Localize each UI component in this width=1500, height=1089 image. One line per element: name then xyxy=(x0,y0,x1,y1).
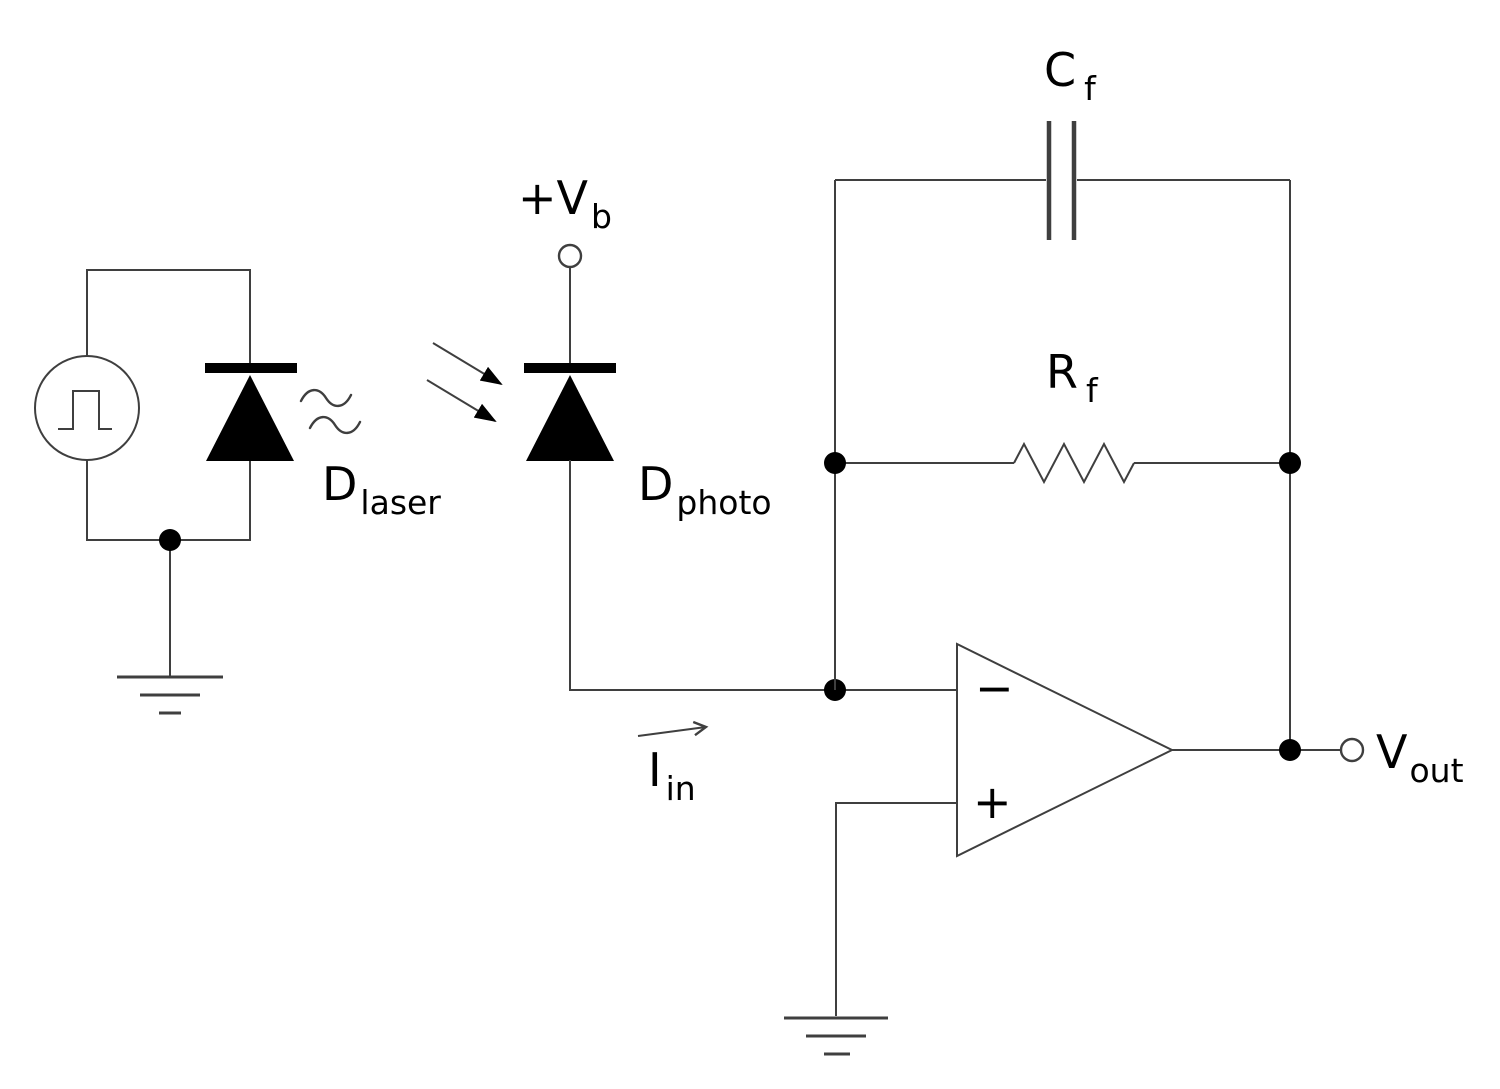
junction-dot xyxy=(1279,452,1301,474)
light-emission-waves xyxy=(299,388,362,435)
feedback-resistor-label-main: R xyxy=(1046,345,1078,399)
incident-light-arrows xyxy=(426,342,503,423)
feedback-network xyxy=(824,121,1301,750)
photodiode-cathode-bar xyxy=(524,363,616,373)
light-wave-icon xyxy=(308,415,362,435)
junction-dot xyxy=(159,529,181,551)
photodiode-label-main: D xyxy=(638,457,673,511)
junction-dot xyxy=(824,452,846,474)
opamp-symbol: − + xyxy=(956,642,1175,858)
pulse-source-circuit xyxy=(34,269,251,715)
laser-diode-label: Dlaser xyxy=(322,457,441,522)
pulse-source-symbol xyxy=(34,355,140,461)
photodiode-branch xyxy=(524,243,957,701)
output-branch xyxy=(1172,737,1365,763)
source-loop-wire xyxy=(86,269,251,676)
diode-cathode-bar xyxy=(205,363,297,373)
photodiode-label: Dphoto xyxy=(638,457,772,522)
noninverting-wire xyxy=(835,802,957,1016)
opamp-noninverting-sign: + xyxy=(973,775,1012,829)
junction-dot xyxy=(1279,739,1301,761)
light-arrow-icon xyxy=(432,342,503,386)
light-arrow-icon xyxy=(426,379,497,423)
bias-terminal xyxy=(557,243,583,269)
output-terminal xyxy=(1339,737,1365,763)
ground-symbol xyxy=(784,1016,888,1056)
opamp-inverting-sign: − xyxy=(975,661,1014,715)
output-voltage-label-sub: out xyxy=(1409,751,1463,790)
current-arrow-icon xyxy=(637,720,709,737)
feedback-capacitor-label-main: C xyxy=(1044,43,1076,97)
photodiode-triangle xyxy=(526,375,614,461)
feedback-capacitor-label-sub: f xyxy=(1084,69,1097,108)
bias-voltage-label-main: +V xyxy=(518,171,589,225)
photodiode-label-sub: photo xyxy=(676,483,771,522)
input-current-label-main: I xyxy=(648,743,662,797)
resistor-zigzag xyxy=(1013,441,1135,485)
feedback-capacitor-branch xyxy=(835,121,1290,240)
laser-diode-symbol xyxy=(205,363,297,461)
feedback-resistor-label-sub: f xyxy=(1086,371,1099,410)
laser-diode-label-main: D xyxy=(322,457,357,511)
ground-symbol xyxy=(117,675,223,715)
bias-voltage-label-sub: b xyxy=(591,197,612,236)
light-wave-icon xyxy=(299,388,353,408)
input-current-annotation xyxy=(637,720,709,737)
output-voltage-label: Vout xyxy=(1376,725,1464,790)
input-current-label-sub: in xyxy=(666,769,696,808)
laser-diode-label-sub: laser xyxy=(360,483,441,522)
square-wave-icon xyxy=(58,390,112,430)
bias-voltage-label: +Vb xyxy=(518,171,612,236)
output-voltage-label-main: V xyxy=(1376,725,1408,779)
diode-triangle xyxy=(206,375,294,461)
opamp-triangle xyxy=(956,642,1175,858)
noninverting-ground-branch xyxy=(784,802,957,1056)
feedback-resistor-branch xyxy=(824,441,1301,485)
